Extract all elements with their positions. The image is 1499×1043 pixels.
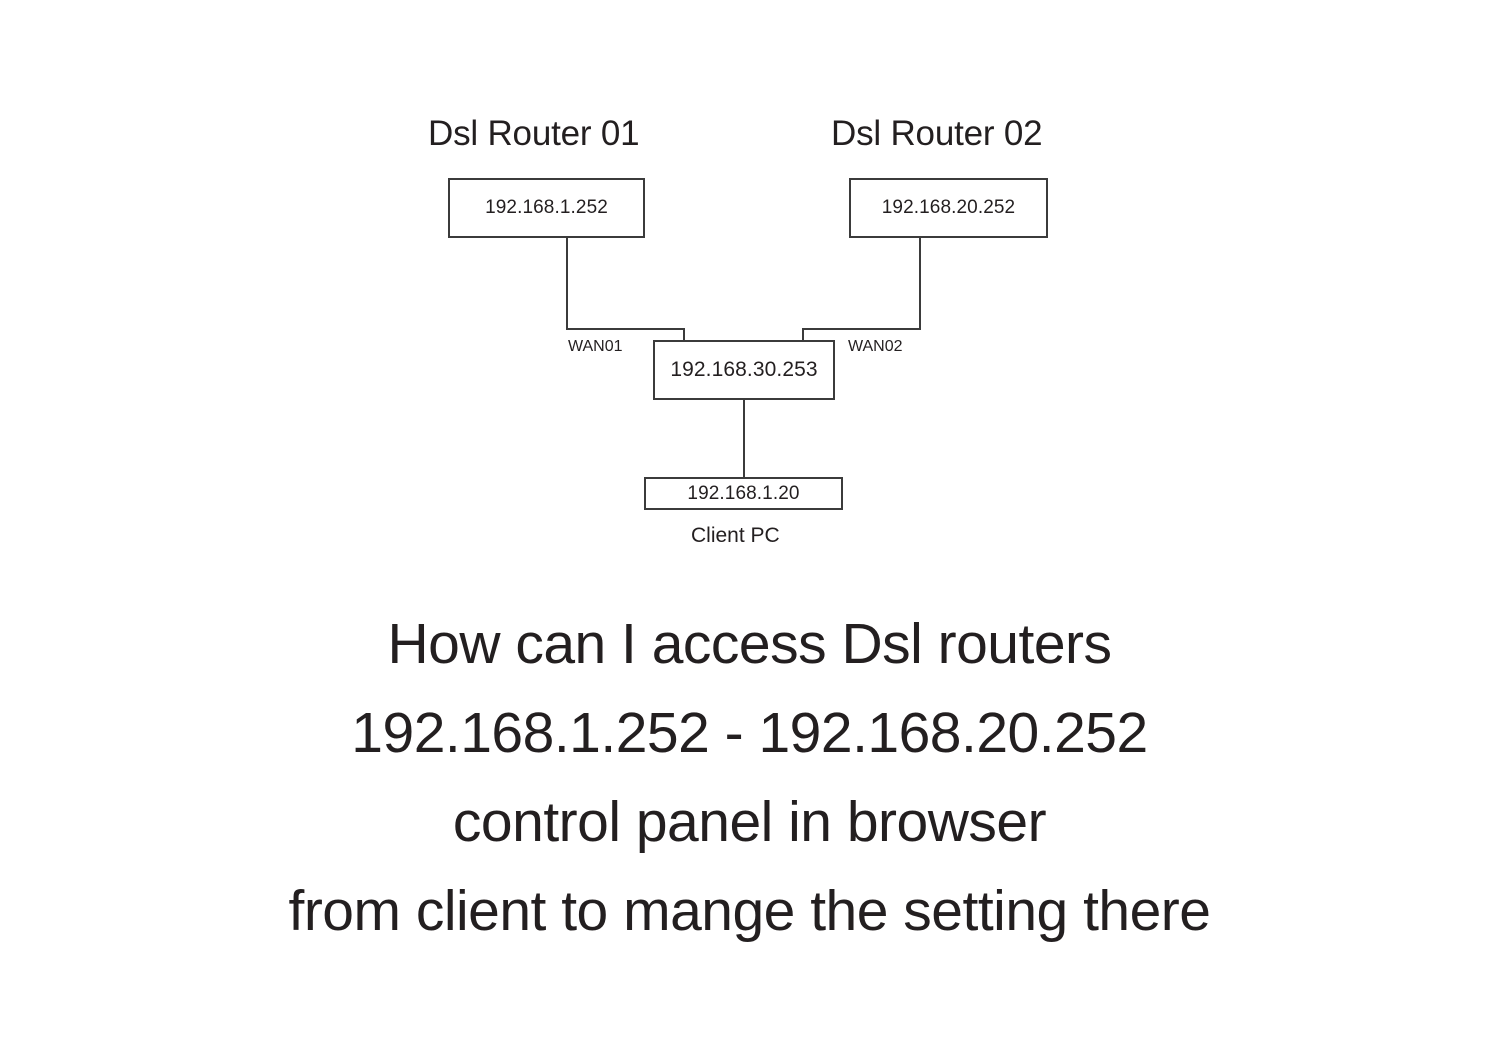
question-line-3: control panel in browser xyxy=(452,790,1047,854)
client-box[interactable]: 192.168.1.20 xyxy=(644,477,843,510)
router-02-box[interactable]: 192.168.20.252 xyxy=(849,178,1048,238)
question-line-4: from client to mange the setting there xyxy=(288,879,1211,943)
link-router02-gateway-stub xyxy=(802,328,804,342)
link-router02-vertical xyxy=(919,238,921,330)
link-gateway-client xyxy=(743,400,745,477)
link-router01-gateway-stub xyxy=(683,328,685,342)
gateway-box[interactable]: 192.168.30.253 xyxy=(653,340,835,400)
link-router01-vertical xyxy=(566,238,568,330)
router-01-ip: 192.168.1.252 xyxy=(485,197,608,218)
router-01-title: Dsl Router 01 xyxy=(428,114,640,153)
link-router01-horizontal xyxy=(566,328,685,330)
question-line-1: How can I access Dsl routers xyxy=(387,612,1112,676)
question-line-2: 192.168.1.252 - 192.168.20.252 xyxy=(351,701,1148,765)
router-02-title: Dsl Router 02 xyxy=(831,114,1043,153)
router-02-ip: 192.168.20.252 xyxy=(881,197,1016,218)
client-ip: 192.168.1.20 xyxy=(687,482,800,504)
question-text-block: How can I access Dsl routers 192.168.1.2… xyxy=(0,600,1499,956)
gateway-ip: 192.168.30.253 xyxy=(670,358,818,381)
wan02-port-label: WAN02 xyxy=(848,338,903,355)
wan01-port-label: WAN01 xyxy=(568,338,623,355)
network-diagram: Dsl Router 01 Dsl Router 02 192.168.1.25… xyxy=(428,114,1048,547)
link-router02-horizontal xyxy=(802,328,921,330)
client-caption: Client PC xyxy=(691,524,780,547)
router-01-box[interactable]: 192.168.1.252 xyxy=(448,178,645,238)
